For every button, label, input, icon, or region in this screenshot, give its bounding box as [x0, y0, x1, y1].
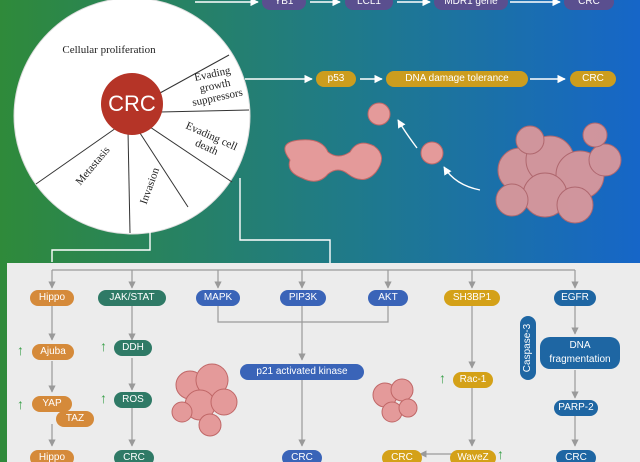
up-arrow-ddh: ↑: [100, 338, 107, 354]
pill-egfr: EGFR: [554, 290, 596, 306]
pill-mapk: MAPK: [196, 290, 240, 306]
pill-sh3-crc: CRC: [382, 450, 422, 462]
pill-ajuba: Ajuba: [32, 344, 74, 360]
pill-ros: ROS: [114, 392, 152, 408]
pill-wavez: WaveZ: [450, 450, 496, 462]
pill-yap: YAP: [32, 396, 72, 412]
up-arrow-wavez: ↑: [497, 446, 504, 462]
pill-p21-activated-kinase: p21 activated kinase: [240, 364, 364, 380]
pill-dna-damage-tolerance: DNA damage tolerance: [386, 71, 528, 87]
hallmarks-circle: [13, 0, 251, 235]
cancer-cells-top: [284, 102, 622, 224]
up-arrow-ajuba: ↑: [17, 342, 24, 358]
up-arrow-yap: ↑: [17, 396, 24, 412]
pill-caspase-3: Caspase-3: [520, 316, 536, 380]
pill-rac1: Rac-1: [453, 372, 493, 388]
pill-hippo-bottom: Hippo: [30, 450, 74, 462]
pill-hippo: Hippo: [30, 290, 74, 306]
up-arrow-ros: ↑: [100, 390, 107, 406]
pill-p53-crc: CRC: [570, 71, 616, 87]
pill-lcl1: LCL1: [345, 0, 393, 10]
pill-top-crc: CRC: [564, 0, 614, 10]
pill-p53: p53: [316, 71, 356, 87]
cancer-cells-bottom: [171, 363, 418, 437]
pill-pip3k: PIP3K: [280, 290, 326, 306]
pill-egfr-crc: CRC: [556, 450, 596, 462]
pill-sh3bp1: SH3BP1: [444, 290, 500, 306]
pill-ddh: DDH: [114, 340, 152, 356]
pill-mdr1-gene: MDR1 gene: [434, 0, 508, 10]
pill-parp-2: PARP-2: [554, 400, 598, 416]
up-arrow-rac1: ↑: [439, 370, 446, 386]
pill-akt: AKT: [368, 290, 408, 306]
pill-jak-stat: JAK/STAT: [98, 290, 166, 306]
crc-center: [101, 73, 163, 135]
pill-taz: TAZ: [56, 411, 94, 427]
pill-yb1: YB1: [262, 0, 306, 10]
wedge-cellular-proliferation: Cellular proliferation: [62, 44, 156, 56]
pill-mapk-crc: CRC: [282, 450, 322, 462]
crc-center-label: CRC: [108, 91, 156, 116]
pill-jak-crc: CRC: [114, 450, 154, 462]
pill-dna-fragmentation: DNA fragmentation: [540, 337, 620, 369]
